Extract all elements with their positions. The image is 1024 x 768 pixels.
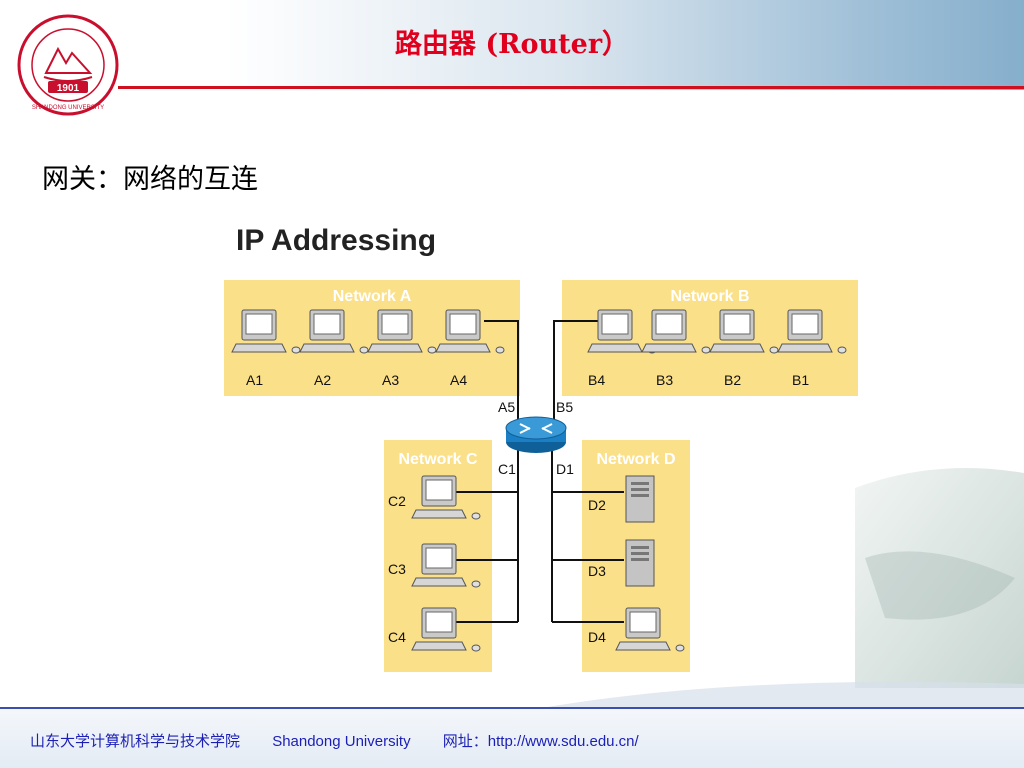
- host-label-c3: C3: [388, 561, 406, 577]
- network-c-label: Network C: [398, 451, 478, 468]
- host-label-a2: A2: [314, 372, 331, 388]
- host-label-b4: B4: [588, 372, 605, 388]
- port-label-d1: D1: [556, 461, 574, 477]
- network-b-label: Network B: [670, 288, 749, 305]
- figure-heading: IP Addressing: [236, 224, 436, 257]
- host-label-c2: C2: [388, 493, 406, 509]
- server-icon: [625, 539, 655, 587]
- logo-text: SHANDONG UNIVERSITY: [32, 105, 104, 111]
- network-a-label: Network A: [333, 288, 412, 305]
- footer-band: [0, 709, 1024, 768]
- router-icon: [505, 416, 567, 453]
- header-rule: [118, 86, 1024, 89]
- host-label-b3: B3: [656, 372, 673, 388]
- server-icon: [625, 475, 655, 523]
- page-title: 路由器 (Router）: [394, 29, 630, 60]
- ip-addressing-figure: IP Addressing Network A Network B Networ…: [224, 224, 858, 672]
- page-subtitle: 网关：网络的互连: [42, 164, 258, 195]
- host-label-a1: A1: [246, 372, 263, 388]
- footer-website-link[interactable]: 网址：http://www.sdu.edu.cn/: [442, 733, 639, 750]
- university-logo: 1901 SHANDONG UNIVERSITY: [17, 14, 119, 116]
- port-label-c1: C1: [498, 461, 516, 477]
- footer: 山东大学计算机科学与技术学院 Shandong University 网址：ht…: [30, 730, 667, 751]
- host-label-a4: A4: [450, 372, 467, 388]
- footer-swoosh: [530, 681, 1024, 710]
- host-label-d2: D2: [588, 497, 606, 513]
- footer-school: 山东大学计算机科学与技术学院: [30, 733, 241, 750]
- host-label-b2: B2: [724, 372, 741, 388]
- network-d-label: Network D: [596, 451, 675, 468]
- host-label-c4: C4: [388, 629, 406, 645]
- port-label-a5: A5: [498, 399, 515, 415]
- footer-rule: [0, 707, 1024, 709]
- host-label-d3: D3: [588, 563, 606, 579]
- logo-year: 1901: [57, 83, 80, 94]
- host-label-a3: A3: [382, 372, 399, 388]
- background-decoration: [855, 468, 1024, 688]
- port-label-b5: B5: [556, 399, 573, 415]
- network-wires: [456, 320, 624, 623]
- host-label-d4: D4: [588, 629, 606, 645]
- header-band: [0, 0, 1024, 90]
- host-label-b1: B1: [792, 372, 809, 388]
- footer-university: Shandong University: [272, 733, 411, 750]
